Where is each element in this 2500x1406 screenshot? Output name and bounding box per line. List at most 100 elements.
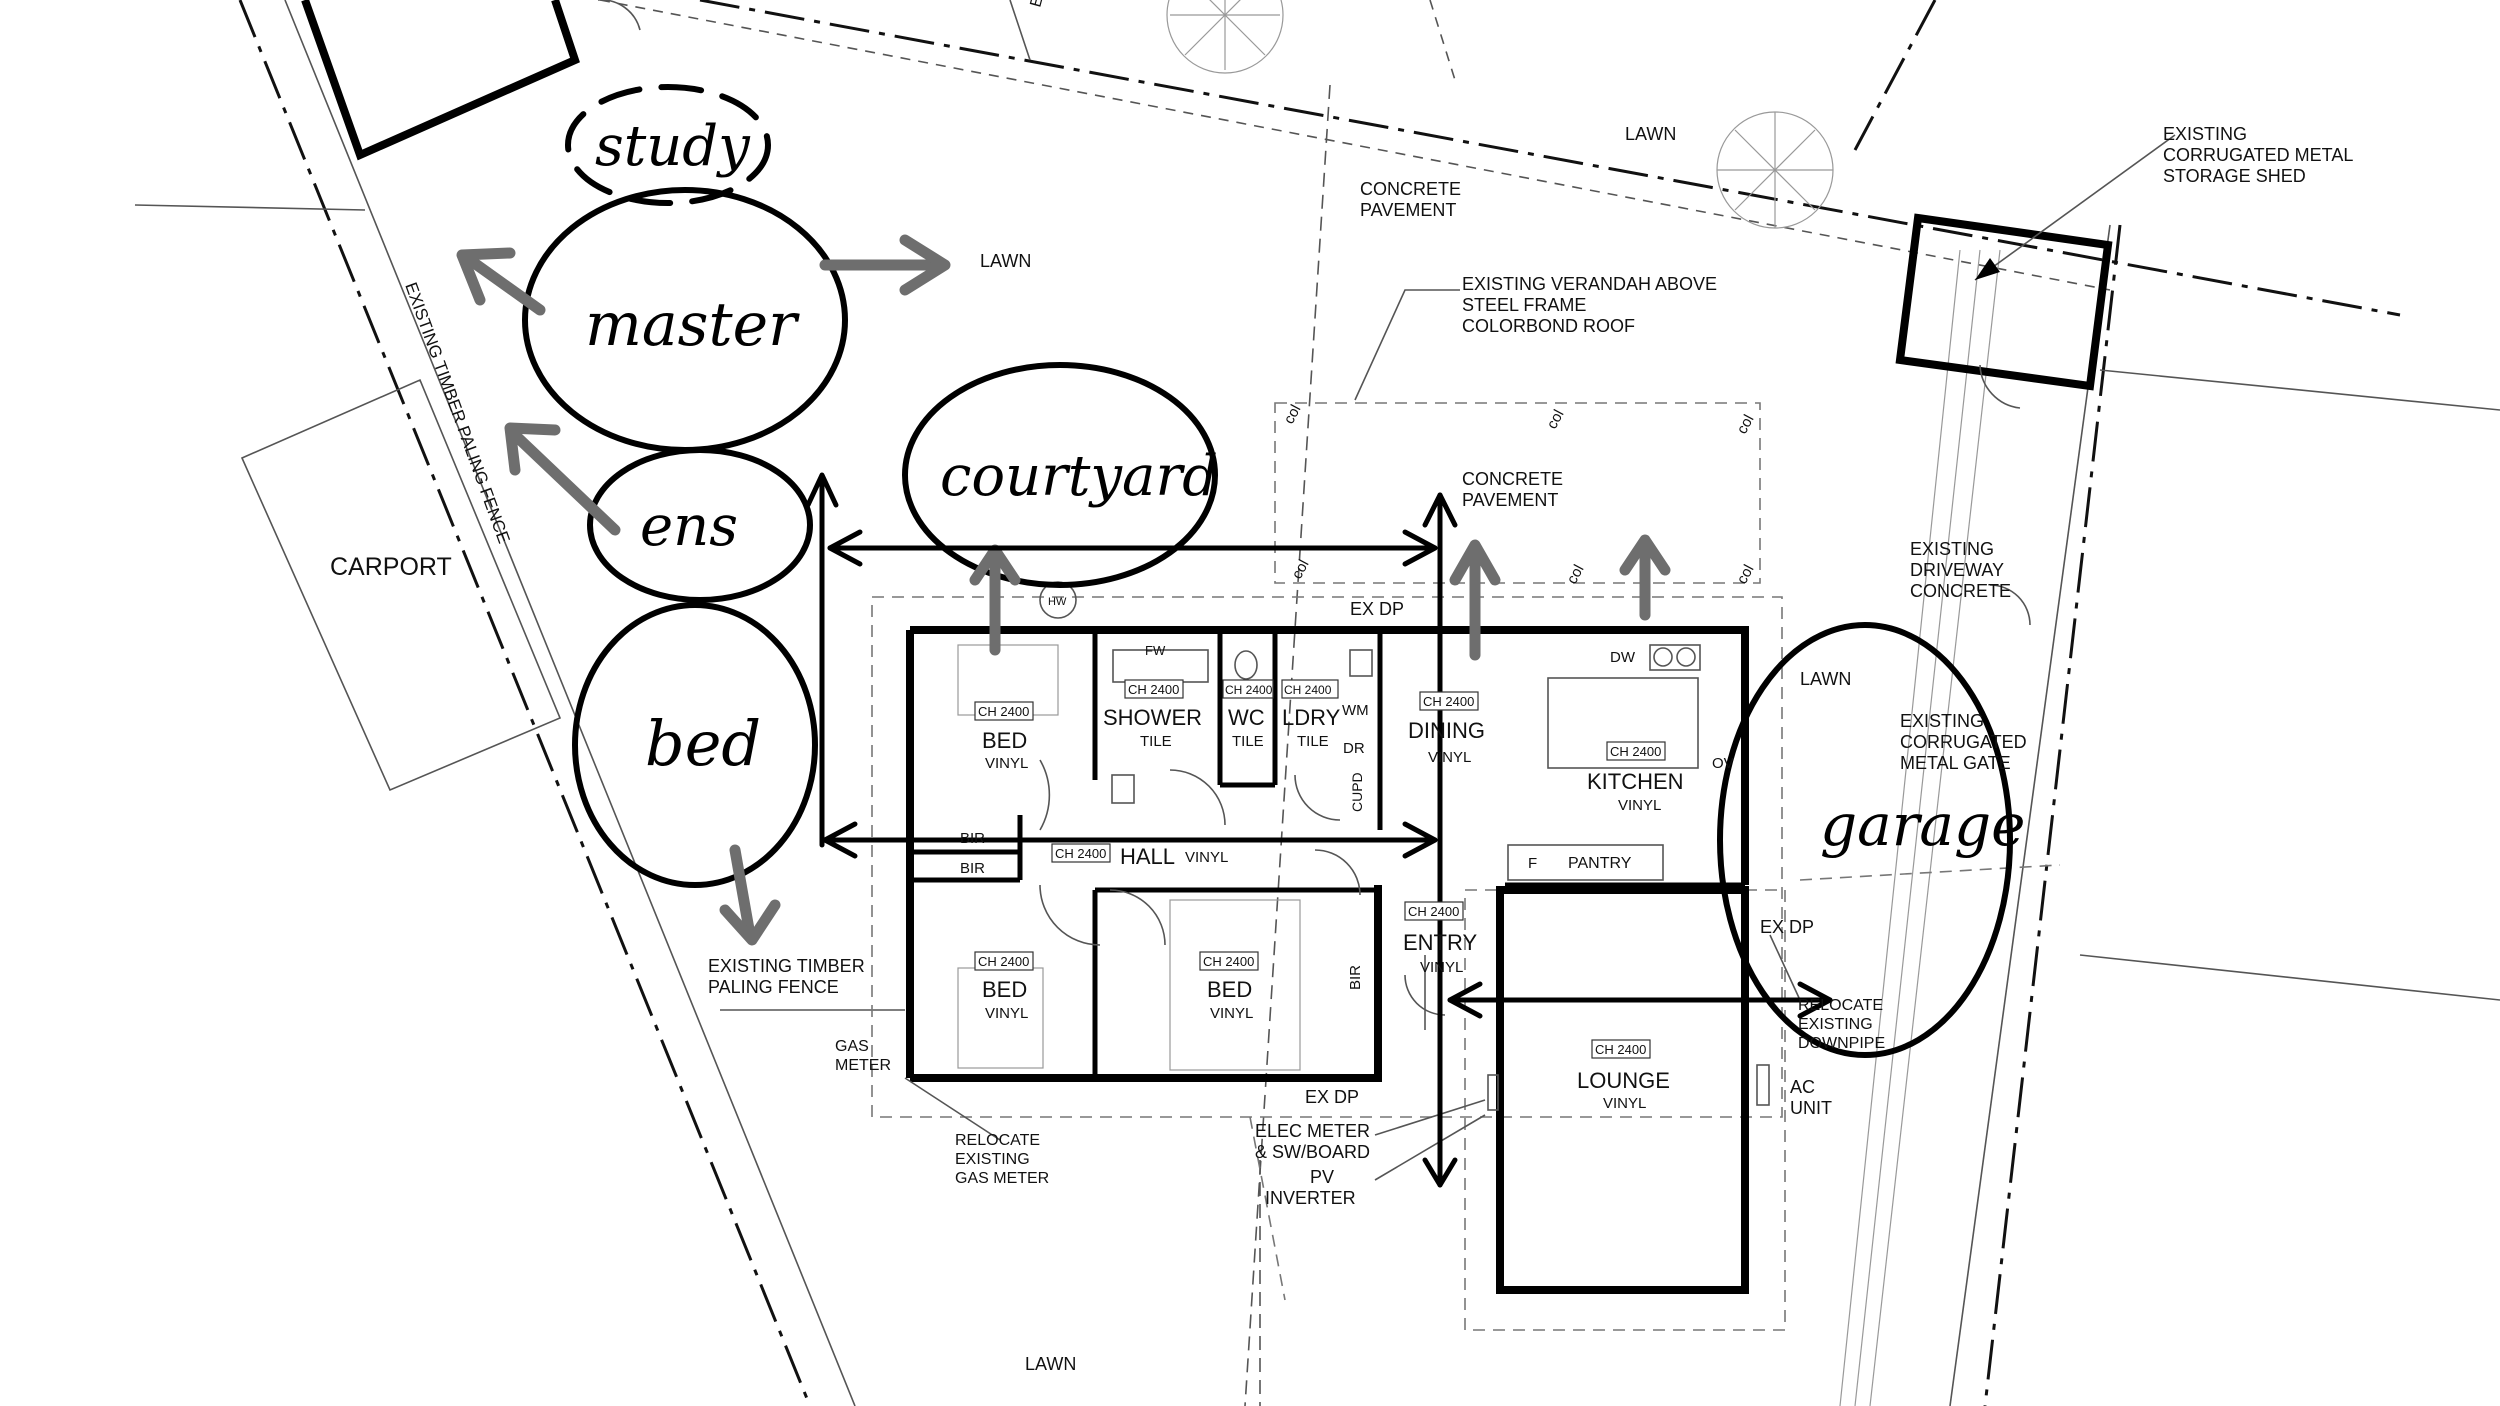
gas-meter-label: GAS — [835, 1038, 869, 1055]
driveway-label: DRIVEWAY — [1910, 560, 2004, 580]
col-label: col — [1289, 557, 1313, 582]
garage-label: garage — [1820, 791, 2025, 859]
wm-label: WM — [1342, 702, 1369, 719]
annotation-leaders — [904, 934, 1801, 1181]
northeast-boundary-line — [1853, 0, 1937, 151]
west-lot-line-1 — [134, 204, 366, 211]
gas-meter-label: METER — [835, 1057, 891, 1074]
room-labels: CH 2400 BED VINYL CH 2400 SHOWER TILE CH… — [974, 679, 1684, 1112]
door-swings — [957, 581, 2031, 1111]
courtyard-label: courtyard — [940, 444, 1218, 509]
gate-label: CORRUGATED — [1900, 732, 2027, 752]
room-name-bed: BED — [982, 977, 1027, 1002]
room-floor-label: VINYL — [1603, 1095, 1646, 1112]
gate-line — [1799, 864, 2061, 881]
downpipe-label: EXISTING — [1798, 1016, 1873, 1033]
room-name-hall: HALL — [1120, 844, 1175, 869]
room-name-ldry: LDRY — [1282, 705, 1341, 730]
shed-label: STORAGE SHED — [2163, 166, 2306, 186]
ceiling-height-label: CH 2400 — [1610, 744, 1661, 759]
lawn-label: LAWN — [1625, 124, 1676, 144]
north-dash-line — [1429, 0, 1456, 81]
lawn-label: LAWN — [1025, 1354, 1076, 1374]
driveway-edge-3 — [1839, 249, 1961, 1406]
fixture-labels: BIR BIR BIR FW WM DR CUPD DW OV F PANTRY — [960, 643, 1734, 990]
study-label: study — [595, 114, 751, 179]
shed-arrowhead — [1975, 258, 2000, 280]
easement-dim-line — [1009, 0, 1031, 61]
room-name-lounge: LOUNGE — [1577, 1068, 1670, 1093]
verandah-label: STEEL FRAME — [1462, 295, 1586, 315]
room-floor-label: VINYL — [1618, 797, 1661, 814]
lawn-label: LAWN — [1800, 669, 1851, 689]
verandah-label: EXISTING VERANDAH ABOVE — [1462, 274, 1717, 294]
fw-label: FW — [1145, 643, 1166, 658]
room-floor-label: VINYL — [1185, 849, 1228, 866]
col-label: col — [1281, 402, 1305, 427]
grey-arrows — [456, 234, 1671, 946]
driveway-label: CONCRETE — [1910, 581, 2011, 601]
neighbour-building — [301, 0, 1031, 161]
pavement-edge-line — [1244, 84, 1331, 1406]
ex-dp-label: EX DP — [1305, 1087, 1359, 1107]
room-name-entry: ENTRY — [1403, 930, 1477, 955]
east-fence-line — [1949, 224, 2111, 1406]
neighbour-door-swing — [598, 0, 641, 31]
tree-icon — [1166, 0, 1284, 74]
easement-line — [599, 0, 2111, 291]
black-arrows — [805, 472, 1833, 1188]
ceiling-height-label: CH 2400 — [1225, 683, 1273, 697]
hw-label: HW — [1048, 596, 1067, 608]
shed-label: CORRUGATED METAL — [2163, 145, 2353, 165]
ceiling-height-label: CH 2400 — [1203, 954, 1254, 969]
gate-label: EXISTING — [1900, 711, 1984, 731]
carport-label: CARPORT — [330, 553, 452, 581]
ens-label: ens — [640, 494, 738, 559]
fence-label: PALING FENCE — [708, 977, 839, 997]
room-name-bed: BED — [982, 728, 1027, 753]
downpipe-label: DOWNPIPE — [1798, 1035, 1885, 1052]
concrete-pavement-label: PAVEMENT — [1462, 490, 1558, 510]
driveway-edge-2 — [1854, 249, 1981, 1406]
ac-unit-label: UNIT — [1790, 1098, 1832, 1118]
room-name-bed: BED — [1207, 977, 1252, 1002]
room-floor-label: VINYL — [1428, 749, 1471, 766]
verandah-leader — [1354, 289, 1460, 401]
elec-meter-label: ELEC METER — [1255, 1121, 1370, 1141]
ex-dp-label: EX DP — [1760, 917, 1814, 937]
relocate-gas-label: GAS METER — [955, 1170, 1049, 1187]
ceiling-height-label: CH 2400 — [1055, 846, 1106, 861]
ceiling-height-label: CH 2400 — [978, 954, 1029, 969]
master-label: master — [585, 290, 800, 360]
cupd-label: CUPD — [1349, 772, 1365, 812]
sketch-bubbles: study master courtyard ens bed garage — [522, 84, 2025, 1058]
ceiling-height-label: CH 2400 — [1423, 694, 1474, 709]
carport: CARPORT — [240, 378, 562, 792]
bir-label: BIR — [960, 830, 985, 847]
ceiling-height-label: CH 2400 — [978, 704, 1029, 719]
ceiling-height-label: CH 2400 — [1595, 1042, 1646, 1057]
col-label: col — [1734, 412, 1758, 437]
room-floor-label: TILE — [1140, 733, 1172, 750]
ens-bubble — [587, 447, 813, 603]
ceiling-height-label: CH 2400 — [1284, 683, 1332, 697]
fridge-label: F — [1528, 855, 1537, 872]
shed-door-swing — [1979, 364, 2021, 409]
concrete-pavement-label: CONCRETE — [1462, 469, 1563, 489]
bir-label: BIR — [1347, 965, 1364, 990]
col-label: col — [1544, 407, 1568, 432]
relocate-gas-label: EXISTING — [955, 1151, 1030, 1168]
site-boundaries — [134, 0, 2500, 1406]
shed-label: EXISTING — [2163, 124, 2247, 144]
shed-leader-line — [1974, 134, 2176, 281]
ov-label: OV — [1712, 755, 1734, 772]
pv-inverter-label: INVERTER — [1265, 1188, 1356, 1208]
garage-bubble — [1717, 622, 2013, 1058]
fence-rotated-label: EXISTING TIMBER PALING FENCE — [401, 280, 513, 546]
study-bubble — [565, 84, 771, 206]
west-boundary-line — [238, 0, 812, 1406]
room-floor-label: TILE — [1232, 733, 1264, 750]
storage-shed — [1895, 134, 2176, 409]
room-name-wc: WC — [1228, 705, 1265, 730]
